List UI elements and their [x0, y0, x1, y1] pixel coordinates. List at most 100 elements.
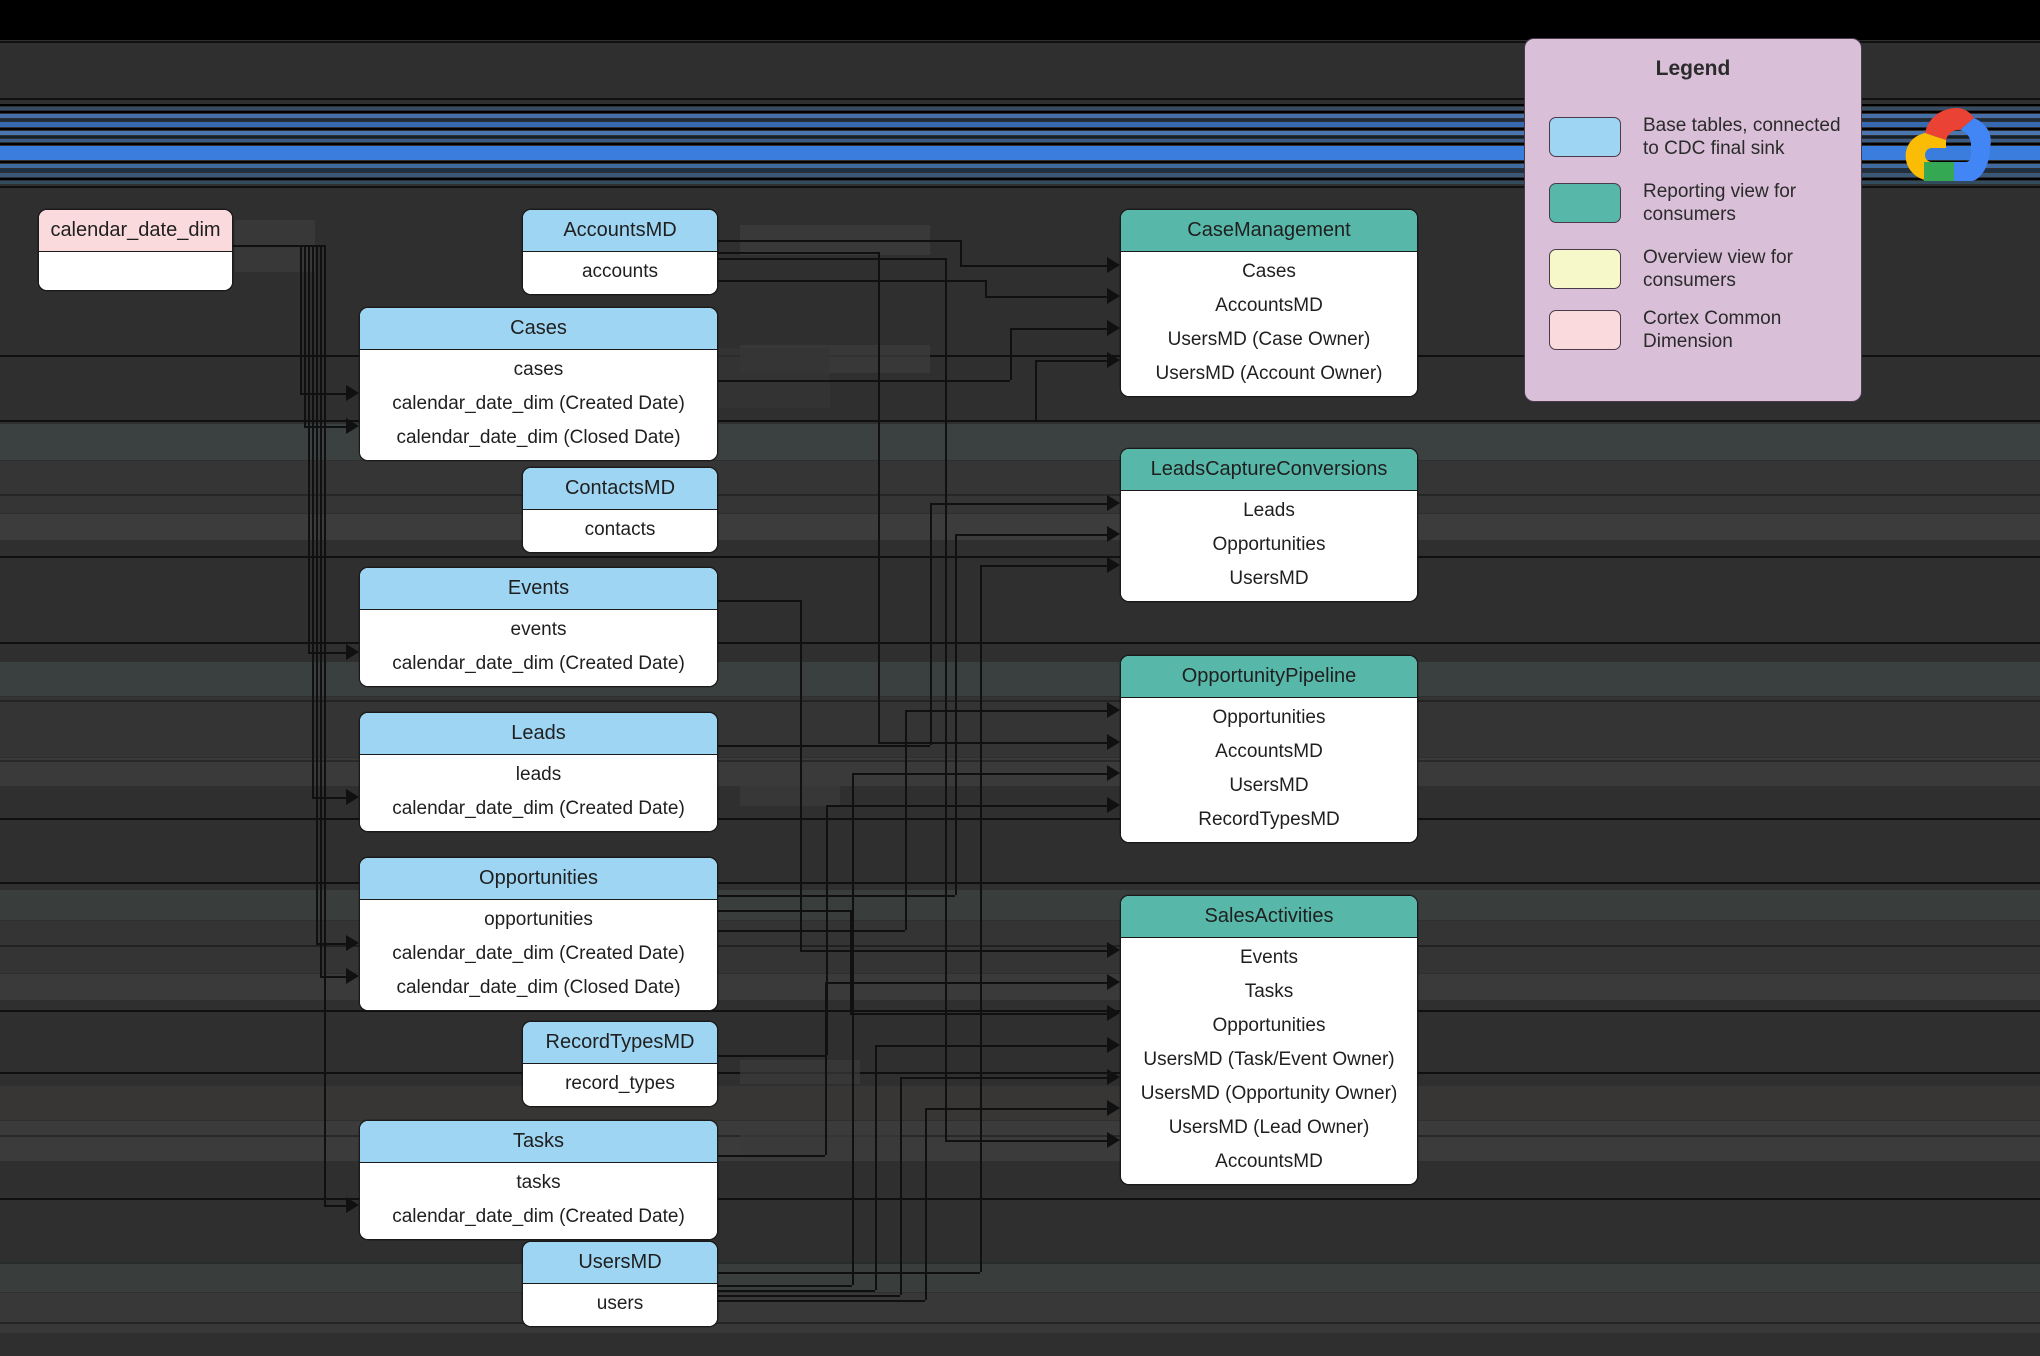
entity-field: opportunities: [484, 909, 593, 930]
entity-field-list: users: [523, 1284, 717, 1326]
entity-field: UsersMD (Opportunity Owner): [1140, 1083, 1398, 1104]
connector-line: [930, 503, 932, 745]
connector-line: [980, 565, 982, 1272]
glitch-scanline: [0, 1262, 2040, 1264]
entity-title: Cases: [360, 308, 717, 350]
connector-line: [718, 1055, 826, 1057]
entity-field: UsersMD: [1229, 775, 1309, 796]
glitch-band: [0, 1121, 2040, 1161]
connector-line: [718, 1295, 900, 1297]
connector-line: [718, 1272, 980, 1274]
connector-arrowhead: [1107, 495, 1120, 511]
entity-field: UsersMD (Account Owner): [1155, 363, 1383, 384]
connector-line: [308, 652, 346, 654]
entity-field: calendar_date_dim (Created Date): [392, 1206, 685, 1227]
connector-line: [955, 534, 1107, 536]
glitch-scanline: [0, 143, 2040, 145]
connector-line: [930, 503, 1107, 505]
entity-title: UsersMD: [523, 1242, 717, 1284]
entity-title: OpportunityPipeline: [1121, 656, 1417, 698]
connector-line: [852, 773, 854, 1285]
entity-field-list: record_types: [523, 1064, 717, 1106]
glitch-scanline: [0, 107, 2040, 110]
legend-label: Cortex Common Dimension: [1643, 308, 1782, 353]
connector-line: [850, 1013, 1107, 1015]
glitch-scanline: [0, 41, 2040, 43]
entity-field: Opportunities: [1212, 707, 1326, 728]
connector-line: [316, 245, 318, 943]
connector-line: [324, 245, 326, 1205]
legend-label: Base tables, connected to CDC final sink: [1643, 115, 1841, 160]
entity-title: LeadsCaptureConversions: [1121, 449, 1417, 491]
entity-node-calendar_date_dim[interactable]: calendar_date_dim: [38, 209, 233, 291]
connector-arrowhead: [1107, 526, 1120, 542]
entity-title: Leads: [360, 713, 717, 755]
connector-line: [900, 1077, 1107, 1079]
connector-line: [985, 296, 1107, 298]
entity-field: Events: [1239, 947, 1299, 968]
connector-line: [1035, 360, 1107, 362]
connector-line: [718, 258, 945, 260]
connector-arrowhead: [1107, 288, 1120, 304]
connector-line: [852, 773, 1107, 775]
entity-field: users: [596, 1293, 644, 1314]
entity-field: RecordTypesMD: [1198, 809, 1340, 830]
connector-line: [825, 982, 1107, 984]
connector-line: [718, 745, 930, 747]
glitch-scanline: [0, 139, 2040, 142]
entity-title: Opportunities: [360, 858, 717, 900]
glitch-scanline: [0, 700, 2040, 702]
glitch-scanline: [0, 178, 2040, 180]
glitch-scanline: [0, 642, 2040, 644]
entity-field: cases: [513, 359, 564, 380]
entity-field: Opportunities: [1212, 1015, 1326, 1036]
connector-arrowhead: [346, 789, 359, 805]
entity-field: tasks: [516, 1172, 561, 1193]
glitch-band: [0, 1262, 2040, 1292]
entity-node-usersmd[interactable]: UsersMD users: [522, 1241, 718, 1327]
entity-field: events: [510, 619, 567, 640]
glitch-scanline: [0, 186, 2040, 188]
glitch-scanline: [0, 1072, 2040, 1074]
connector-line: [826, 805, 828, 1055]
connector-line: [1010, 328, 1107, 330]
connector-line: [850, 910, 852, 1013]
legend-swatch: [1549, 249, 1621, 290]
google-cloud-logo: [1902, 100, 2002, 190]
connector-line: [718, 910, 850, 912]
connector-arrowhead: [1107, 765, 1120, 781]
entity-field: Tasks: [1244, 981, 1294, 1002]
entity-title: Tasks: [360, 1121, 717, 1163]
entity-field: calendar_date_dim (Closed Date): [396, 977, 681, 998]
entity-node-opportunities[interactable]: Opportunities opportunities calendar_date_…: [359, 857, 718, 1011]
connector-arrowhead: [1107, 702, 1120, 718]
glitch-band: [0, 461, 2040, 513]
glitch-scanline: [0, 98, 2040, 100]
entity-field: calendar_date_dim (Created Date): [392, 943, 685, 964]
glitch-band: [0, 974, 2040, 1000]
connector-line: [718, 1285, 852, 1287]
glitch-scanline: [0, 161, 2040, 163]
connector-line: [304, 426, 346, 428]
connector-arrowhead: [346, 935, 359, 951]
glitch-scanline: [0, 131, 2040, 135]
glitch-block: [740, 1060, 860, 1084]
connector-line: [800, 600, 802, 950]
glitch-band: [0, 514, 2040, 540]
glitch-scanline: [0, 173, 2040, 177]
connector-line: [980, 565, 1107, 567]
entity-field: calendar_date_dim (Created Date): [392, 653, 685, 674]
entity-node-tasks[interactable]: Tasks tasks calendar_date_dim (Created Dat…: [359, 1120, 718, 1240]
